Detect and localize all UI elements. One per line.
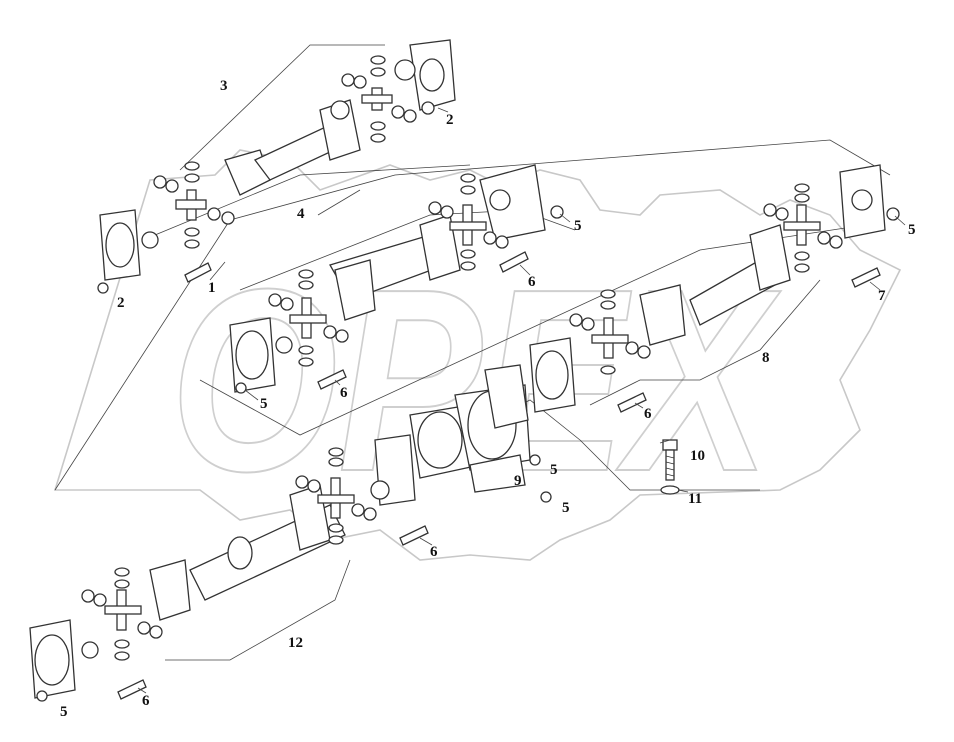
bolt-6-right (617, 392, 647, 413)
callout-5-mid-left: 5 (260, 396, 268, 412)
cross-spider-bottom (295, 447, 377, 545)
driveshaft-12 (29, 434, 429, 702)
callout-6-mid: 6 (528, 274, 536, 290)
callout-5-bearing-a: 5 (550, 462, 558, 478)
cross-spider-bottom-left (81, 567, 163, 661)
driveshaft-8 (529, 164, 900, 413)
callout-7: 7 (878, 288, 886, 304)
callout-5-bottom: 5 (60, 704, 68, 720)
bolt-6-mid-left (317, 369, 347, 390)
bolt-1 (184, 262, 212, 283)
callout-5-bearing-b: 5 (562, 500, 570, 516)
bolt-6-mid (499, 251, 529, 273)
flange-yoke-mid (229, 317, 293, 393)
nut-5-bearing-b (540, 491, 552, 503)
bolt-6-bottom (399, 525, 429, 546)
nut-2-top (421, 101, 435, 115)
nut-5-mid-left (235, 382, 247, 394)
cross-spider-left (153, 161, 235, 249)
callout-5-right: 5 (908, 222, 916, 238)
callout-3: 3 (220, 78, 228, 94)
callout-leaders (137, 107, 906, 694)
callout-1: 1 (208, 280, 216, 296)
flange-yoke-left (99, 209, 159, 281)
flange-yoke-right (529, 337, 576, 413)
driveshaft-4 (229, 164, 564, 394)
callout-6-bottom: 6 (430, 544, 438, 560)
cross-spider-right-lower (569, 289, 651, 375)
bolt-7 (851, 267, 881, 288)
cross-spider-top (341, 55, 417, 143)
callout-6-bottom-left: 6 (142, 693, 150, 709)
callout-6-right: 6 (644, 406, 652, 422)
callout-5-mid: 5 (574, 218, 582, 234)
cross-spider-mid-left (268, 269, 349, 367)
cross-spider-mid (428, 173, 509, 271)
callout-10: 10 (690, 448, 705, 464)
nut-5-bottom (36, 690, 48, 702)
callout-6-mid-left: 6 (340, 385, 348, 401)
bolt-6-bottom-left (117, 679, 147, 700)
callout-4: 4 (297, 206, 305, 222)
callout-12: 12 (288, 635, 303, 651)
callout-11: 11 (688, 491, 702, 507)
driveshaft-3 (97, 39, 456, 294)
center-bearing-9 (409, 364, 552, 503)
callout-2-left: 2 (117, 295, 125, 311)
callout-8: 8 (762, 350, 770, 366)
callout-labels: 1 2 2 3 4 5 5 5 5 5 5 6 6 6 6 6 7 8 9 10… (60, 78, 916, 720)
nut-5-mid (550, 205, 564, 219)
callout-2-top: 2 (446, 112, 454, 128)
nut-5-bearing-a (529, 454, 541, 466)
cross-spider-right (763, 183, 843, 273)
callout-9: 9 (514, 473, 522, 489)
nut-2-left (97, 282, 109, 294)
flange-yoke-bottom (29, 619, 99, 699)
